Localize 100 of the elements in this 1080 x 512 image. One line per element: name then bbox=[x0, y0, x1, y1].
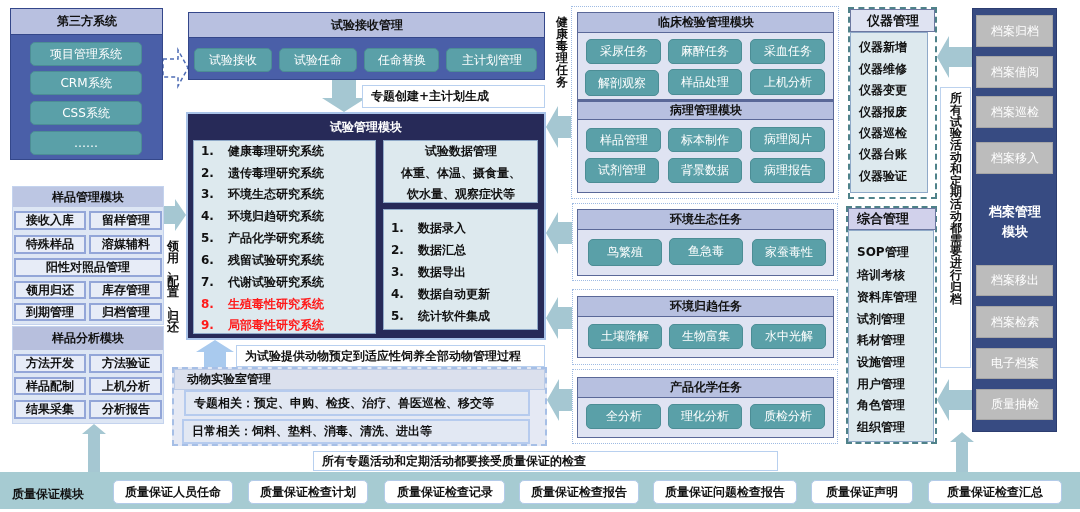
module-title: 仪器管理 bbox=[850, 9, 935, 32]
function-box: 病理阅片 bbox=[750, 127, 825, 152]
function-box: 解剖观察 bbox=[585, 70, 659, 96]
list-item: 耗材管理 bbox=[857, 332, 905, 349]
list-item: 仪器新增 bbox=[859, 39, 907, 56]
module-panel bbox=[12, 186, 164, 325]
block-arrow bbox=[196, 340, 234, 367]
module-panel bbox=[972, 8, 1057, 432]
dashed-frame bbox=[572, 369, 838, 444]
module-panel bbox=[188, 12, 545, 80]
list-title: 试验数据管理 bbox=[424, 143, 497, 160]
function-box: 麻醉任务 bbox=[668, 39, 742, 64]
list-item: 组织管理 bbox=[857, 419, 905, 436]
block-arrow bbox=[937, 36, 972, 78]
list-item: 仪器台账 bbox=[859, 146, 907, 163]
block-arrow bbox=[546, 297, 572, 339]
body-text: 体重、体温、摄食量、饮水量、观察症状等 bbox=[399, 165, 522, 203]
function-box: 归档管理 bbox=[89, 303, 162, 321]
function-box: 档案移出 bbox=[976, 265, 1053, 296]
function-box: 档案检索 bbox=[976, 306, 1053, 338]
function-box: 溶媒辅料 bbox=[89, 235, 162, 254]
function-box: 任命替换 bbox=[364, 48, 439, 72]
function-box: 库存管理 bbox=[89, 281, 162, 299]
info-box: 日常相关：饲料、垫料、消毒、清洗、进出等 bbox=[182, 419, 530, 444]
module-panel bbox=[577, 100, 834, 193]
function-box: 领用归还 bbox=[14, 281, 86, 299]
function-box: 接收入库 bbox=[14, 211, 86, 230]
function-box: 质量抽检 bbox=[976, 389, 1053, 420]
list-item: 2. 数据汇总 bbox=[391, 242, 467, 259]
list-item: 仪器维修 bbox=[859, 61, 907, 78]
list-item: 培训考核 bbox=[857, 267, 905, 284]
list-item: 9. 局部毒性研究系统 bbox=[201, 317, 325, 334]
function-box: 上机分析 bbox=[89, 377, 162, 395]
block-arrow bbox=[82, 424, 106, 472]
list-box bbox=[848, 230, 934, 442]
module-title: 样品管理模块 bbox=[13, 187, 163, 207]
list-item: 设施管理 bbox=[857, 354, 905, 371]
list-item: 3. 环境生态研究系统 bbox=[201, 186, 325, 203]
list-item: 7. 代谢试验研究系统 bbox=[201, 274, 325, 291]
module-title: 临床检验管理模块 bbox=[578, 13, 833, 33]
function-box: 样品处理 bbox=[668, 69, 742, 95]
info-box: 专题相关：预定、申购、检疫、治疗、兽医巡检、移交等 bbox=[184, 390, 530, 416]
list-item: 8. 生殖毒性研究系统 bbox=[201, 296, 325, 313]
function-box: 试剂管理 bbox=[585, 158, 659, 183]
note-box: 所有试验活动和定期活动都需要进行归档 bbox=[940, 87, 971, 368]
list-item: 3. 数据导出 bbox=[391, 264, 467, 281]
function-box: 档案归档 bbox=[976, 15, 1053, 47]
function-box: 质量保证问题检查报告 bbox=[653, 480, 797, 504]
function-box: 标本制作 bbox=[668, 128, 742, 152]
function-box: 鸟繁殖 bbox=[588, 239, 662, 266]
list-item: 仪器报废 bbox=[859, 104, 907, 121]
function-box: 理化分析 bbox=[668, 404, 742, 429]
module-title: 病理管理模块 bbox=[578, 101, 833, 120]
module-panel bbox=[186, 112, 546, 340]
function-box: 主计划管理 bbox=[446, 48, 537, 72]
note-box: 专题创建+主计划生成 bbox=[362, 85, 545, 108]
list-item: 试剂管理 bbox=[857, 311, 905, 328]
function-box: CSS系统 bbox=[30, 101, 142, 125]
block-arrow bbox=[546, 106, 571, 148]
side-label: 健康毒理任务 bbox=[555, 16, 569, 88]
function-box: 到期管理 bbox=[14, 303, 86, 321]
dashed-frame bbox=[846, 206, 937, 444]
function-box: 质量保证检查汇总 bbox=[928, 480, 1062, 504]
function-box: 质量保证检查记录 bbox=[384, 480, 505, 504]
dashed-frame bbox=[572, 289, 838, 365]
function-box: 家蚕毒性 bbox=[752, 239, 826, 266]
list-item: 用户管理 bbox=[857, 376, 905, 393]
block-arrow bbox=[547, 379, 572, 421]
list-box bbox=[383, 140, 538, 203]
block-arrow bbox=[950, 432, 974, 472]
list-item: 仪器变更 bbox=[859, 82, 907, 99]
function-box: 方法验证 bbox=[89, 354, 162, 373]
module-title: 综合管理 bbox=[848, 208, 936, 230]
function-box: 土壤降解 bbox=[588, 324, 662, 349]
function-box: 特殊样品 bbox=[14, 235, 86, 254]
list-item: SOP管理 bbox=[857, 244, 909, 261]
function-box: 病理报告 bbox=[750, 158, 825, 183]
function-box: 试验任命 bbox=[279, 48, 357, 72]
list-item: 2. 遗传毒理研究系统 bbox=[201, 165, 325, 182]
function-box: 质量保证人员任命 bbox=[113, 480, 233, 504]
block-arrow bbox=[162, 47, 189, 89]
list-box bbox=[193, 140, 376, 334]
list-item: 4. 环境归趋研究系统 bbox=[201, 208, 325, 225]
function-box: 试验接收 bbox=[194, 48, 272, 72]
list-item: 4. 数据自动更新 bbox=[391, 286, 491, 303]
module-panel bbox=[577, 12, 834, 100]
function-box: CRM系统 bbox=[30, 71, 142, 95]
function-box: 档案巡检 bbox=[976, 96, 1053, 128]
module-title: 动物实验室管理 bbox=[174, 369, 545, 390]
module-title: 环境生态任务 bbox=[578, 210, 833, 230]
module-title: 第三方系统 bbox=[11, 9, 162, 35]
module-title: 样品分析模块 bbox=[13, 327, 163, 350]
list-item: 6. 残留试验研究系统 bbox=[201, 252, 325, 269]
module-band bbox=[0, 472, 1080, 509]
dashed-frame bbox=[848, 7, 937, 199]
function-box: 采血任务 bbox=[750, 39, 825, 64]
list-item: 仪器验证 bbox=[859, 168, 907, 185]
module-panel bbox=[172, 367, 547, 446]
function-box: 鱼急毒 bbox=[669, 238, 743, 265]
list-box bbox=[850, 32, 928, 193]
